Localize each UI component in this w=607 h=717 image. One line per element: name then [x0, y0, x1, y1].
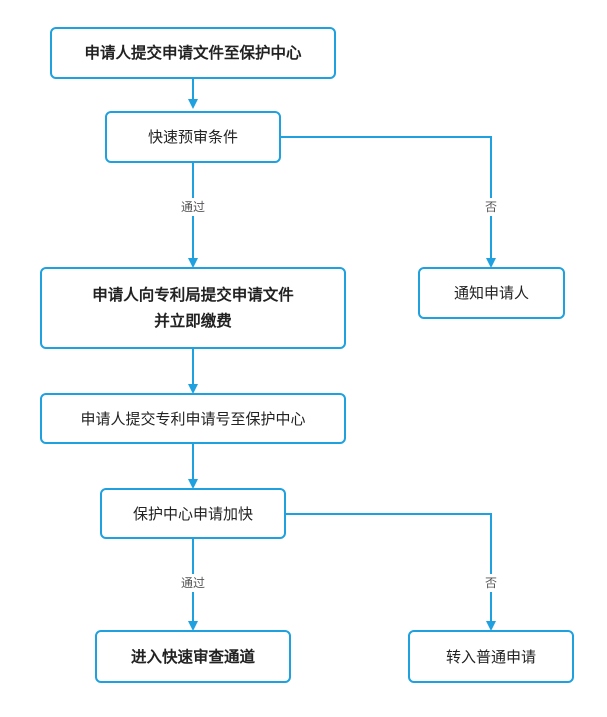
edge-label-no-1: 否 — [482, 198, 500, 216]
node-submit-to-patent-office: 申请人向专利局提交申请文件 并立即缴费 — [40, 267, 346, 349]
node-enter-fast-track: 进入快速审查通道 — [95, 630, 291, 683]
edge-expedite-no — [286, 513, 496, 631]
node-notify-applicant: 通知申请人 — [418, 267, 565, 319]
node-center-expedite-label: 保护中心申请加快 — [132, 504, 253, 523]
edge-label-pass-1: 通过 — [178, 198, 208, 216]
node-submit-to-patent-office-line2: 并立即缴费 — [154, 312, 232, 330]
node-center-expedite: 保护中心申请加快 — [100, 488, 286, 539]
node-notify-applicant-label: 通知申请人 — [453, 284, 529, 302]
node-convert-normal-label: 转入普通申请 — [445, 647, 536, 666]
node-fast-precheck-label: 快速预审条件 — [147, 128, 238, 146]
edge-precheck-no — [281, 136, 496, 268]
node-convert-normal: 转入普通申请 — [408, 630, 574, 683]
edge-label-no-2: 否 — [482, 574, 500, 592]
node-submit-to-patent-office-line1: 申请人向专利局提交申请文件 — [92, 286, 294, 304]
node-submit-docs: 申请人提交申请文件至保护中心 — [50, 27, 336, 79]
node-enter-fast-track-label: 进入快速审查通道 — [130, 647, 255, 666]
node-fast-precheck: 快速预审条件 — [105, 111, 281, 163]
node-submit-application-number-label: 申请人提交专利申请号至保护中心 — [80, 409, 306, 428]
node-submit-application-number: 申请人提交专利申请号至保护中心 — [40, 393, 346, 444]
edge-label-pass-2: 通过 — [178, 574, 208, 592]
node-submit-docs-label: 申请人提交申请文件至保护中心 — [84, 44, 302, 62]
